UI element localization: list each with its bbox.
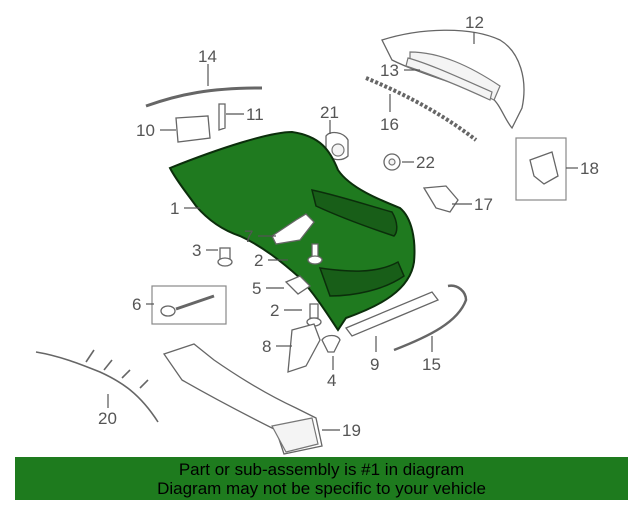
part-2-screw-lower[interactable]	[306, 303, 322, 327]
callout-14: 14	[198, 47, 217, 66]
callout-21: 21	[320, 103, 339, 122]
callout-3: 3	[192, 241, 201, 260]
part-7-bracket[interactable]	[271, 213, 315, 245]
callout-11: 11	[246, 105, 264, 124]
part-16-molding[interactable]	[365, 76, 478, 142]
part-8-bracket[interactable]	[287, 323, 321, 373]
part-18-inset[interactable]	[515, 137, 567, 201]
part-20-wiring-harness[interactable]	[35, 349, 159, 423]
parts-diagram: 1 2 2 3 4 5 6 7 8 9 10 11 12 13 14 15 16	[35, 13, 599, 455]
callout-10: 10	[136, 121, 155, 140]
callout-2-lower: 2	[270, 301, 279, 320]
callout-1: 1	[170, 199, 179, 218]
banner-line-1: Part or sub-assembly is #1 in diagram	[178, 459, 465, 479]
info-banner: Part or sub-assembly is #1 in diagram Di…	[15, 457, 628, 500]
part-4-nut[interactable]	[321, 334, 341, 353]
part-13-strip[interactable]	[405, 57, 493, 101]
callout-15: 15	[422, 355, 441, 374]
callout-12: 12	[465, 13, 484, 32]
part-19-impact-bar[interactable]	[162, 343, 323, 455]
banner-line-2: Diagram may not be specific to your vehi…	[157, 478, 486, 498]
part-9-molding[interactable]	[344, 291, 440, 337]
callout-13: 13	[380, 61, 399, 80]
callout-2-upper: 2	[254, 251, 263, 270]
part-5-clip[interactable]	[284, 275, 312, 295]
callout-18: 18	[580, 159, 599, 178]
callout-9: 9	[370, 355, 379, 374]
callout-16: 16	[380, 115, 399, 134]
callouts: 1 2 2 3 4 5 6 7 8 9 10 11 12 13 14 15 16	[98, 13, 599, 440]
part-6-inset[interactable]	[151, 285, 227, 325]
callout-22: 22	[416, 153, 435, 172]
callout-4: 4	[327, 371, 336, 390]
callout-8: 8	[262, 337, 271, 356]
part-2-screw-upper[interactable]	[307, 243, 323, 265]
part-17-bracket[interactable]	[422, 185, 459, 213]
callout-20: 20	[98, 409, 117, 428]
part-3-screw[interactable]	[217, 247, 233, 267]
part-14-trim[interactable]	[145, 86, 263, 108]
callout-19: 19	[342, 421, 361, 440]
callout-7: 7	[244, 227, 253, 246]
part-10-bracket[interactable]	[175, 115, 211, 143]
part-21-sensor[interactable]	[325, 131, 349, 161]
part-11-clip[interactable]	[218, 103, 226, 131]
part-22-grommet[interactable]	[383, 153, 401, 171]
callout-5: 5	[252, 279, 261, 298]
part-15-molding[interactable]	[393, 284, 468, 352]
callout-6: 6	[132, 295, 141, 314]
callout-17: 17	[474, 195, 493, 214]
